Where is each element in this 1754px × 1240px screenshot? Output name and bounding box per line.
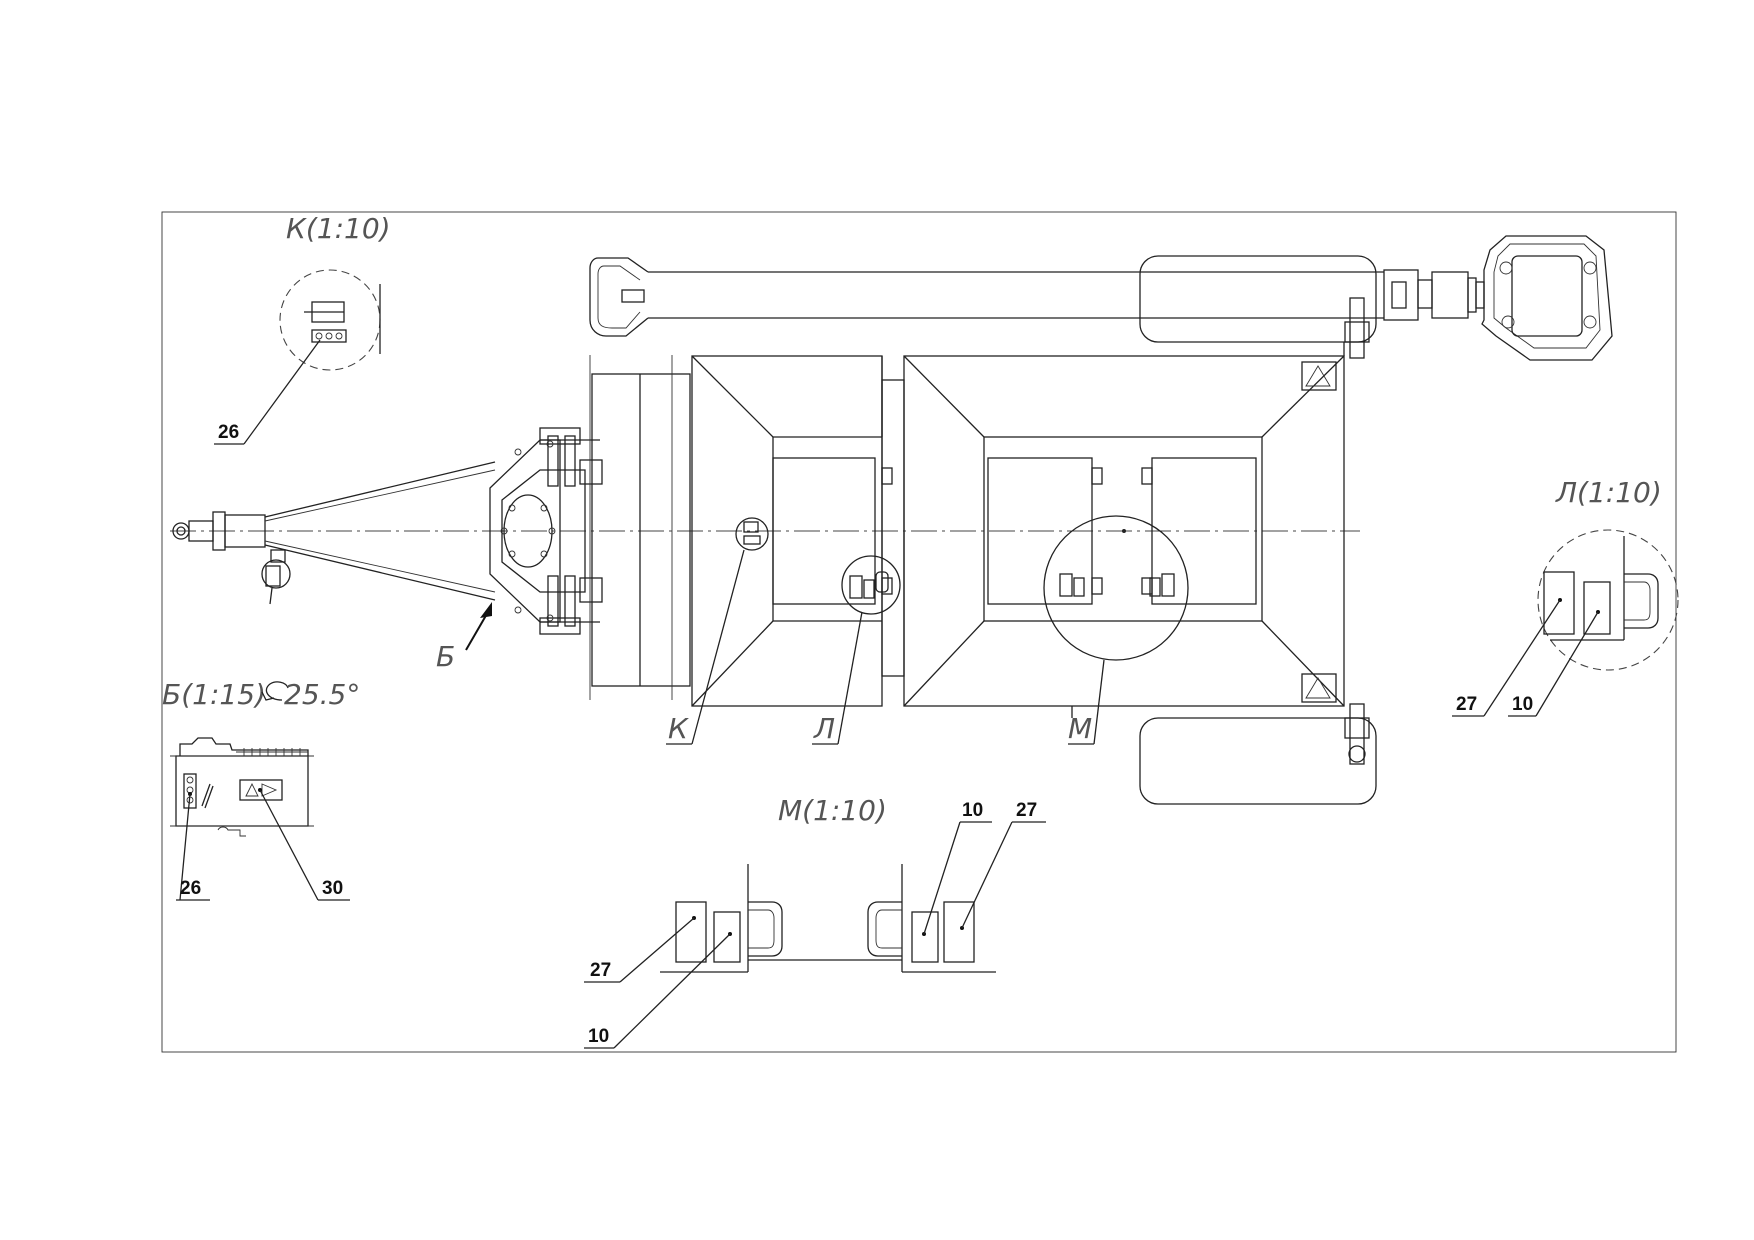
main-plan-view [170, 235, 1613, 805]
callout-label-l: Л [813, 712, 835, 745]
detail-view-b: Б(1:15) 25.5° 26 30 [162, 678, 360, 901]
detail-view-l: Л(1:10) 27 10 [1452, 476, 1679, 717]
detail-view-m: М(1:10) 27 10 10 27 [584, 794, 1046, 1049]
view-arrow-b: Б [436, 602, 492, 673]
pos-27-m-left: 27 [590, 960, 611, 981]
detail-callout-m: М [1043, 515, 1189, 745]
pos-27-l: 27 [1456, 694, 1477, 715]
pos-10-l: 10 [1512, 694, 1533, 715]
view-m-title: М(1:10) [778, 794, 887, 827]
pos-26-b: 26 [180, 878, 201, 899]
drawing-frame [161, 211, 1677, 1053]
detail-view-k: К(1:10) 26 [214, 212, 391, 445]
view-arrow-label: Б [436, 640, 455, 673]
pos-26-k: 26 [218, 422, 239, 443]
view-b-rotation: 25.5° [284, 678, 360, 711]
pos-27-m-right: 27 [1016, 800, 1037, 821]
view-b-title: Б(1:15) [162, 678, 266, 711]
callout-label-m: М [1068, 712, 1092, 745]
view-l-title: Л(1:10) [1555, 476, 1662, 509]
callout-label-k: К [668, 712, 689, 745]
pos-10-m-left: 10 [588, 1026, 609, 1047]
detail-callout-k: К [666, 517, 769, 745]
detail-callout-l: Л [812, 555, 901, 745]
pos-30-b: 30 [322, 878, 343, 899]
view-k-title: К(1:10) [286, 212, 391, 245]
rotation-icon [265, 681, 289, 701]
pos-10-m-right: 10 [962, 800, 983, 821]
